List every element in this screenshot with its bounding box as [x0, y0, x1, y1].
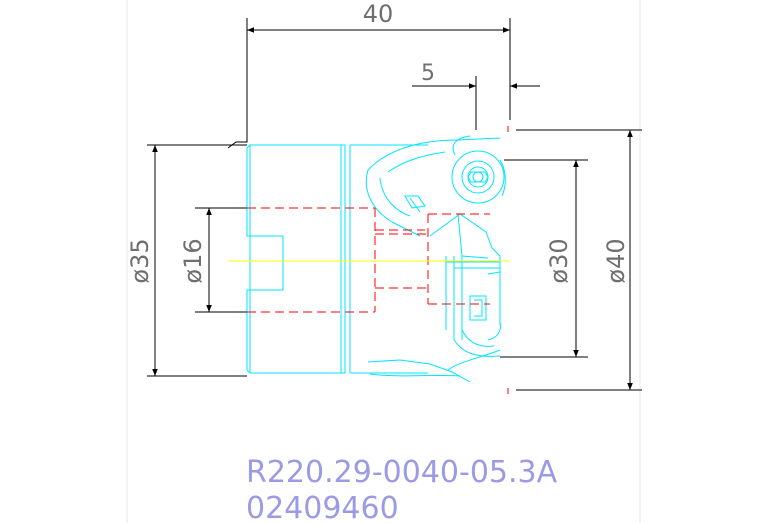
dimension-cutting-diameter	[516, 129, 642, 391]
dim-text-shank-diameter: ø35	[126, 238, 154, 283]
dimension-overall-length	[227, 18, 511, 149]
dim-text-overall-length: 40	[363, 0, 394, 28]
dimension-bore-diameter	[195, 207, 247, 313]
dimension-shank-diameter	[147, 144, 247, 377]
dim-text-insert-offset: 5	[421, 61, 435, 86]
dimension-body-diameter	[500, 159, 588, 358]
dim-text-cutting-diameter: ø40	[602, 238, 630, 283]
order-code: 02409460	[246, 491, 399, 523]
dimension-insert-offset	[412, 76, 540, 130]
cutter-body-outline	[246, 135, 506, 383]
dim-text-body-diameter: ø30	[545, 238, 573, 283]
hidden-lines	[247, 207, 490, 313]
part-number: R220.29-0040-05.3A	[246, 455, 558, 490]
dim-text-bore-diameter: ø16	[179, 238, 207, 283]
